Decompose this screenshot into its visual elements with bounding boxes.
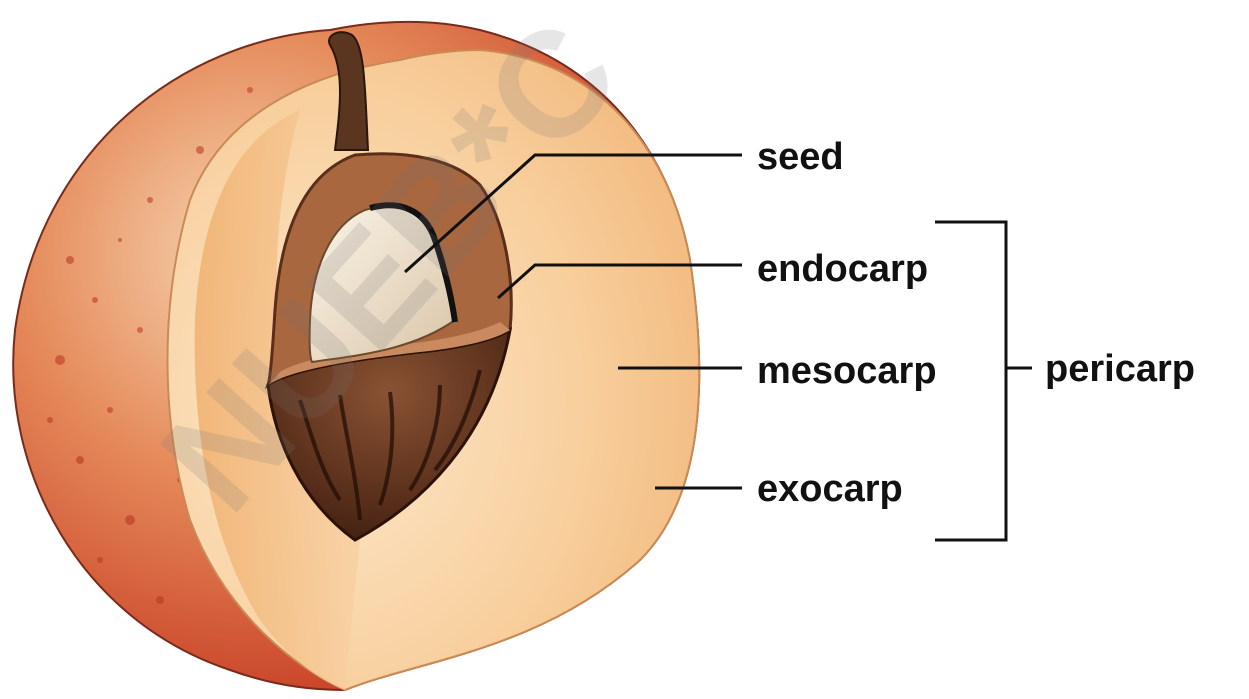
label-endocarp: endocarp	[757, 250, 928, 288]
label-exocarp: exocarp	[757, 470, 903, 508]
label-seed: seed	[757, 138, 844, 176]
label-mesocarp: mesocarp	[757, 352, 937, 390]
label-pericarp: pericarp	[1045, 350, 1195, 388]
pericarp-bracket	[935, 222, 1006, 540]
